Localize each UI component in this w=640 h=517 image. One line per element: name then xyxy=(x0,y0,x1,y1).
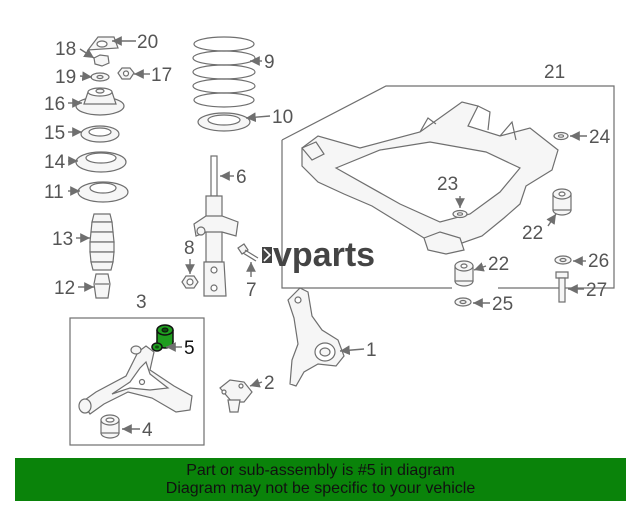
part-26-washer xyxy=(554,255,572,265)
diagram-notice-banner: Part or sub-assembly is #5 in diagram Di… xyxy=(15,458,626,501)
callout-24: 24 xyxy=(589,127,611,148)
callout-2: 2 xyxy=(264,373,275,394)
callout-11: 11 xyxy=(44,182,64,203)
callout-12: 12 xyxy=(54,278,75,299)
part-25-washer xyxy=(454,297,472,307)
callout-4: 4 xyxy=(142,420,153,441)
part-18-nut xyxy=(93,54,110,67)
part-17-nut xyxy=(117,67,135,80)
part-22-bushing-lower xyxy=(454,260,474,287)
callout-17: 17 xyxy=(151,65,172,86)
strut-mount-stack xyxy=(75,36,135,299)
callout-1: 1 xyxy=(366,340,377,361)
part-14-spring-seat xyxy=(75,151,127,173)
callout-27: 27 xyxy=(586,280,607,301)
part-2-ball-joint xyxy=(219,379,253,413)
watermark-text: vparts xyxy=(273,236,375,274)
banner-line-2: Diagram may not be specific to your vehi… xyxy=(165,480,476,497)
part-3-control-arm xyxy=(78,345,193,415)
part-4-bushing xyxy=(100,414,120,439)
callout-22-lower: 22 xyxy=(488,254,509,275)
callout-6: 6 xyxy=(236,167,247,188)
part-13-dust-boot xyxy=(89,213,115,271)
part-23-washer xyxy=(452,209,468,219)
part-12-bump-stop xyxy=(93,273,111,299)
callout-numbers: 20 18 19 17 16 15 14 11 13 12 9 10 6 8 7… xyxy=(44,32,611,441)
leader-lines xyxy=(68,36,587,434)
part-6-strut xyxy=(193,155,239,297)
callout-16: 16 xyxy=(44,94,65,115)
callout-21: 21 xyxy=(544,62,565,83)
callout-10: 10 xyxy=(272,107,293,128)
part-21-subframe xyxy=(301,101,559,255)
part-16-strut-mount xyxy=(75,87,125,116)
vparts-watermark: vparts xyxy=(262,236,375,274)
part-15-bearing xyxy=(80,125,120,143)
callout-18: 18 xyxy=(55,39,76,60)
callout-20: 20 xyxy=(137,32,158,53)
callout-8: 8 xyxy=(184,238,195,259)
part-22-bushing-right xyxy=(552,188,572,216)
callout-3: 3 xyxy=(136,292,147,313)
part-3-frame xyxy=(69,317,205,446)
part-19-washer xyxy=(90,72,110,82)
callout-15: 15 xyxy=(44,123,65,144)
callout-9: 9 xyxy=(264,52,275,73)
callout-5: 5 xyxy=(184,338,195,359)
callout-7: 7 xyxy=(246,280,257,301)
callout-19: 19 xyxy=(55,67,76,88)
callout-25: 25 xyxy=(492,294,513,315)
part-10-spring-seat xyxy=(197,112,251,132)
part-1-knuckle xyxy=(287,287,345,387)
part-20-cap xyxy=(86,36,119,51)
callout-26: 26 xyxy=(588,251,609,272)
callout-13: 13 xyxy=(52,229,73,250)
callout-23: 23 xyxy=(437,174,458,195)
callout-14: 14 xyxy=(44,152,66,173)
callout-22-right: 22 xyxy=(522,223,543,244)
banner-line-1: Part or sub-assembly is #5 in diagram xyxy=(186,462,455,479)
part-27-bolt xyxy=(555,271,569,303)
part-8-nut xyxy=(181,275,199,289)
part-24-washer xyxy=(553,131,569,141)
part-9-coil-spring xyxy=(192,36,256,108)
part-11-insulator xyxy=(77,181,129,203)
subframe-group xyxy=(281,85,615,289)
part-7-bolt xyxy=(237,243,259,262)
control-arm-group xyxy=(69,317,205,446)
